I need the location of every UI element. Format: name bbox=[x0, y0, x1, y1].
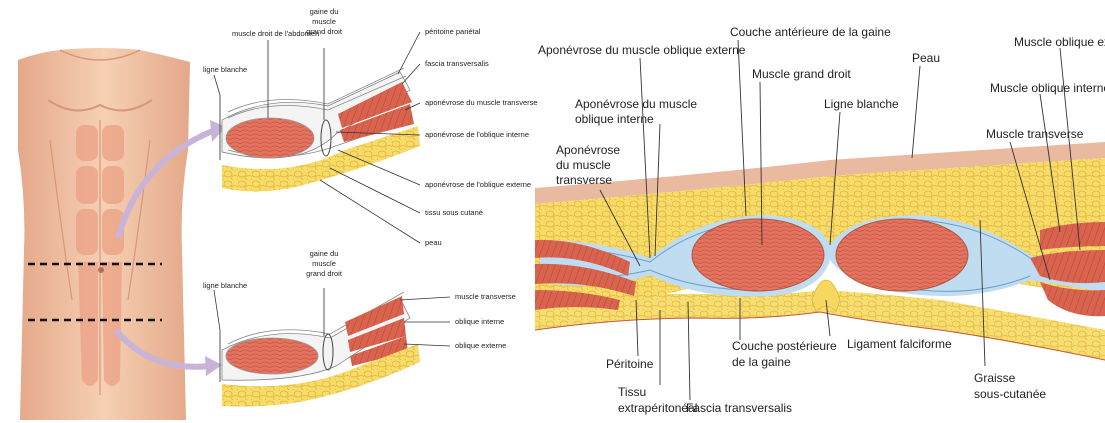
label-apo-transverse-small: aponévrose du muscle transverse bbox=[425, 98, 538, 107]
label-apo-oblique-interne-line2: oblique interne bbox=[575, 112, 654, 126]
label-peau: Peau bbox=[912, 51, 940, 65]
label-gaine-bottom-line3: grand droit bbox=[306, 269, 343, 278]
label-fascia-transversalis: Fascia transversalis bbox=[686, 401, 792, 415]
label-couche-anterieure: Couche antérieure de la gaine bbox=[730, 25, 891, 39]
bottom-cross-section bbox=[220, 292, 420, 407]
label-apo-transverse-line2: du muscle bbox=[556, 158, 611, 172]
label-gaine-bottom-line2: muscle bbox=[312, 259, 336, 268]
label-peritoine-parietal: péritoine pariétal bbox=[425, 27, 481, 36]
label-apo-transverse-line3: transverse bbox=[556, 173, 612, 187]
label-gaine-bottom-line1: gaine du bbox=[310, 249, 339, 258]
label-peritoine: Péritoine bbox=[606, 357, 654, 371]
label-couche-posterieure-line1: Couche postérieure bbox=[732, 339, 837, 353]
label-ligament-falciforme: Ligament falciforme bbox=[847, 337, 952, 351]
label-apo-oblique-externe: Aponévrose du muscle oblique externe bbox=[538, 43, 746, 57]
label-muscle-transverse-small: muscle transverse bbox=[455, 292, 516, 301]
label-couche-posterieure-line2: de la gaine bbox=[732, 355, 791, 369]
label-ligne-blanche-bottom: ligne blanche bbox=[203, 281, 247, 290]
label-graisse-line2: sous-cutanée bbox=[974, 387, 1046, 401]
torso-illustration bbox=[18, 48, 226, 420]
label-muscle-oblique-interne: Muscle oblique interne bbox=[990, 81, 1105, 95]
label-apo-oblique-interne-small: aponévrose de l'oblique interne bbox=[425, 130, 529, 139]
label-gaine-line2: muscle bbox=[312, 17, 336, 26]
label-apo-oblique-interne-line1: Aponévrose du muscle bbox=[575, 97, 697, 111]
label-apo-oblique-externe-small: aponévrose de l'oblique externe bbox=[425, 180, 531, 189]
label-gaine-line1: gaine du bbox=[310, 7, 339, 16]
label-tissu-line1: Tissu bbox=[618, 385, 646, 399]
label-apo-transverse-line1: Aponévrose bbox=[556, 143, 620, 157]
label-oblique-interne-small: oblique interne bbox=[455, 317, 504, 326]
top-cross-section bbox=[220, 68, 420, 192]
label-ligne-blanche-top: ligne blanche bbox=[203, 65, 247, 74]
label-gaine-line3: grand droit bbox=[306, 27, 343, 36]
label-muscle-grand-droit: Muscle grand droit bbox=[752, 67, 851, 81]
label-ligne-blanche: Ligne blanche bbox=[824, 97, 899, 111]
label-graisse-line1: Graisse bbox=[974, 371, 1016, 385]
label-tissu-sous-cutane: tissu sous cutané bbox=[425, 208, 483, 217]
label-oblique-externe-small: oblique externe bbox=[455, 341, 506, 350]
label-muscle-transverse: Muscle transverse bbox=[986, 127, 1084, 141]
label-peau-small: peau bbox=[425, 238, 442, 247]
label-fascia-transversalis-small: fascia transversalis bbox=[425, 59, 489, 68]
label-muscle-oblique-externe: Muscle oblique externe bbox=[1014, 35, 1105, 49]
